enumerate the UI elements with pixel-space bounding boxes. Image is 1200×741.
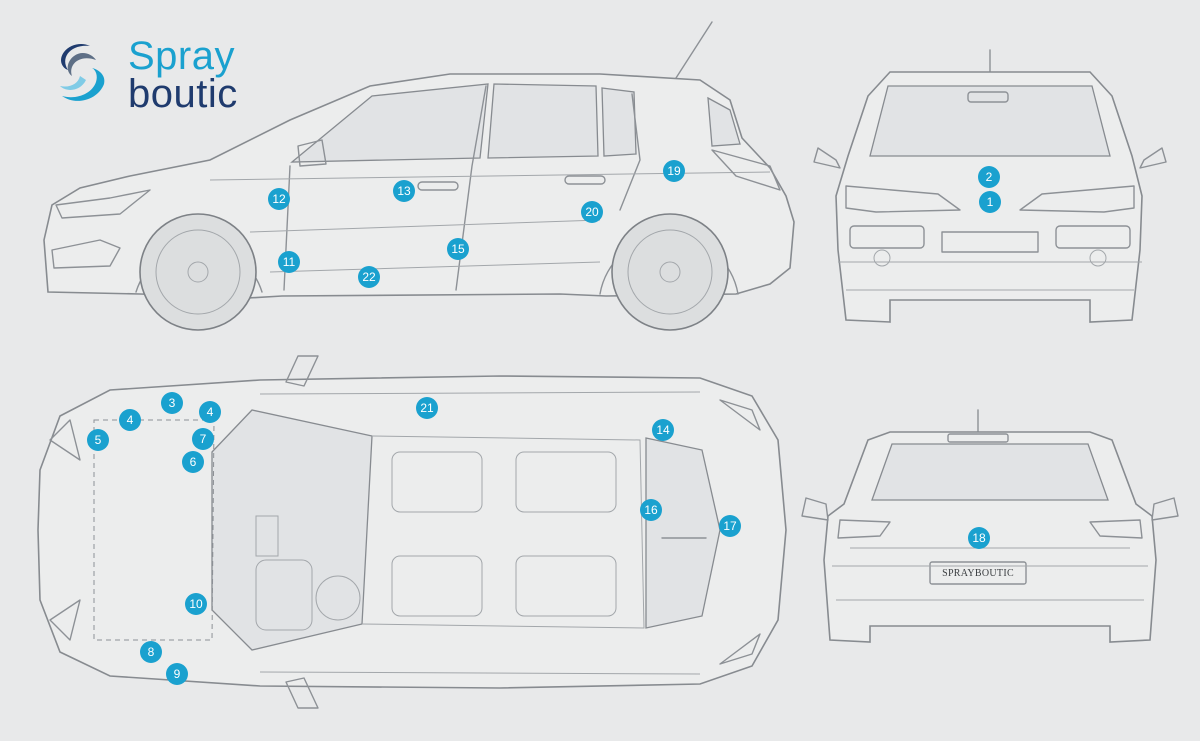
logo-text-spray: Spray: [128, 34, 235, 78]
zone-marker-20[interactable]: 20: [581, 201, 603, 223]
zone-marker-8[interactable]: 8: [140, 641, 162, 663]
license-plate-text: SPRAYBOUTIC: [942, 568, 1014, 579]
spraybouic-logo: Spray boutic: [52, 34, 282, 124]
zone-marker-16[interactable]: 16: [640, 499, 662, 521]
logo-text-boutic: boutic: [128, 72, 238, 116]
swirl-logo-icon: [60, 44, 105, 101]
zone-marker-18[interactable]: 18: [968, 527, 990, 549]
rear-view: [801, 409, 1179, 643]
zone-marker-15[interactable]: 15: [447, 238, 469, 260]
zone-marker-22[interactable]: 22: [358, 266, 380, 288]
zone-marker-4-right[interactable]: 4: [199, 401, 221, 423]
zone-marker-9[interactable]: 9: [166, 663, 188, 685]
zone-marker-10[interactable]: 10: [185, 593, 207, 615]
zone-marker-13[interactable]: 13: [393, 180, 415, 202]
zone-marker-3[interactable]: 3: [161, 392, 183, 414]
zone-marker-19[interactable]: 19: [663, 160, 685, 182]
zone-marker-14[interactable]: 14: [652, 419, 674, 441]
zone-marker-1[interactable]: 1: [979, 191, 1001, 213]
zone-marker-4-left[interactable]: 4: [119, 409, 141, 431]
side-view: [43, 21, 795, 331]
zone-marker-11[interactable]: 11: [278, 251, 300, 273]
zone-marker-21[interactable]: 21: [416, 397, 438, 419]
zone-marker-6[interactable]: 6: [182, 451, 204, 473]
zone-marker-17[interactable]: 17: [719, 515, 741, 537]
top-view: [37, 355, 787, 709]
zone-marker-7[interactable]: 7: [192, 428, 214, 450]
zone-marker-5[interactable]: 5: [87, 429, 109, 451]
zone-marker-2[interactable]: 2: [978, 166, 1000, 188]
zone-marker-12[interactable]: 12: [268, 188, 290, 210]
